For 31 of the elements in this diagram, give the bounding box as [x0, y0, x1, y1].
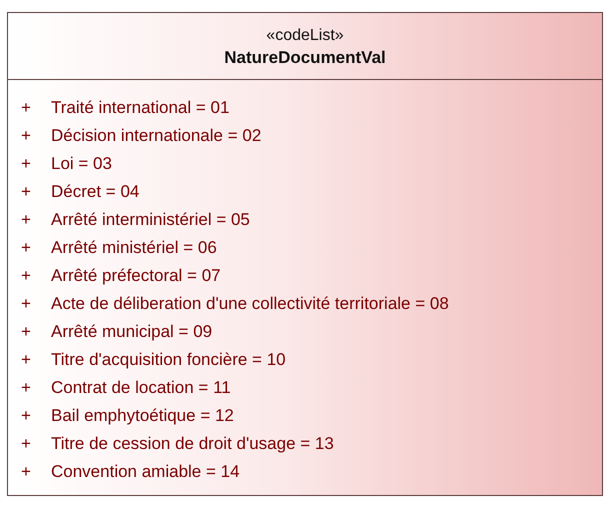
visibility-marker: +	[20, 98, 32, 118]
attribute-text: Titre d'acquisition foncière = 10	[51, 350, 286, 370]
visibility-marker: +	[20, 182, 32, 202]
visibility-marker: +	[20, 238, 32, 258]
visibility-marker: +	[20, 126, 32, 146]
attribute-text: Arrêté ministériel = 06	[51, 238, 217, 258]
attribute-text: Décret = 04	[51, 182, 140, 202]
visibility-marker: +	[20, 322, 32, 342]
attribute-text: Loi = 03	[51, 154, 112, 174]
attribute-text: Traité international = 01	[51, 98, 230, 118]
visibility-marker: +	[20, 266, 32, 286]
attribute-text: Contrat de location = 11	[51, 378, 231, 398]
visibility-marker: +	[20, 462, 32, 482]
attribute-text: Arrêté interministériel = 05	[51, 210, 250, 230]
attribute-text: Titre de cession de droit d'usage = 13	[51, 434, 334, 454]
visibility-marker: +	[20, 350, 32, 370]
visibility-marker: +	[20, 210, 32, 230]
visibility-marker: +	[20, 294, 32, 314]
attribute-text: Décision internationale = 02	[51, 126, 262, 146]
stereotype-label: «codeList»	[266, 26, 344, 46]
visibility-marker: +	[20, 378, 32, 398]
visibility-marker: +	[20, 406, 32, 426]
class-name: NatureDocumentVal	[224, 47, 386, 69]
attribute-text: Convention amiable = 14	[51, 462, 240, 482]
attribute-text: Acte de déliberation d'une collectivité territoriale = 08	[51, 294, 449, 314]
visibility-marker: +	[20, 434, 32, 454]
attribute-text: Bail emphytoétique = 12	[51, 406, 234, 426]
visibility-marker: +	[20, 154, 32, 174]
class-box	[7, 12, 603, 496]
attribute-text: Arrêté préfectoral = 07	[51, 266, 221, 286]
attribute-text: Arrêté municipal = 09	[51, 322, 212, 342]
